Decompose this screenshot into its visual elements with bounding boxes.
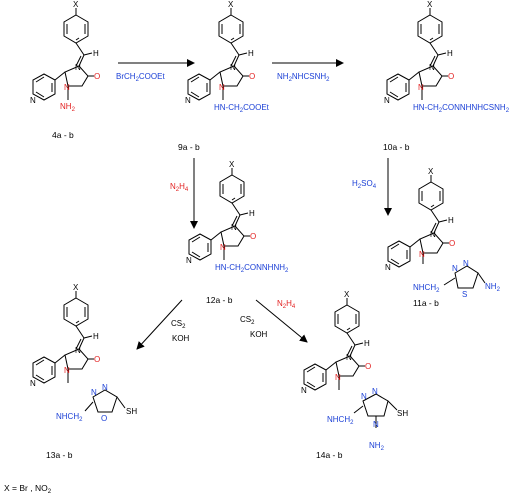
n-atom: N xyxy=(231,223,237,232)
n-atom: N xyxy=(186,256,192,265)
x-atom: X xyxy=(73,283,79,292)
arrow-12-to-14 xyxy=(255,299,308,343)
substituent-text: NHCH2 xyxy=(56,412,83,423)
n-atom: N xyxy=(430,230,436,239)
x-atom: X xyxy=(73,0,79,9)
substituent-text: NHCH2 xyxy=(413,283,440,294)
compound-14 xyxy=(303,297,398,428)
h-atom: H xyxy=(447,49,453,58)
reagent-cs2: CS2 xyxy=(171,319,186,330)
substituent-text: HN-CH2CONNHNH2 xyxy=(215,263,289,274)
n-atom: N xyxy=(102,383,108,392)
n-atom: N xyxy=(372,387,378,396)
x-atom: X xyxy=(344,290,350,299)
n-atom: N xyxy=(373,420,379,429)
reagent-bromoacetate: BrCH2COOEt xyxy=(116,72,165,83)
o-atom: O xyxy=(448,72,454,81)
compound-label: 14a - b xyxy=(316,450,343,460)
x-atom: X xyxy=(428,167,434,176)
x-atom: X xyxy=(427,0,433,9)
o-atom: O xyxy=(94,72,100,81)
n-atom: N xyxy=(64,83,70,92)
sh-group: SH xyxy=(126,407,137,416)
compound-13 xyxy=(32,290,126,413)
compound-label: 9a - b xyxy=(178,142,200,152)
o-atom: O xyxy=(94,355,100,364)
n-atom: N xyxy=(30,379,36,388)
n-atom: N xyxy=(452,264,458,273)
compound-9 xyxy=(187,7,250,101)
n-atom: N xyxy=(346,353,352,362)
n-atom: N xyxy=(30,96,36,105)
n-atom: N xyxy=(384,96,390,105)
reagent-hydrazine: N2H4 xyxy=(170,182,189,193)
n-atom: N xyxy=(91,388,97,397)
reagent-sulfuric-acid: H2SO4 xyxy=(352,179,377,190)
n-atom: N xyxy=(335,373,341,382)
n-atom: N xyxy=(419,250,425,259)
nh2-group: NH2 xyxy=(369,441,385,452)
n-atom: N xyxy=(75,346,81,355)
compound-10 xyxy=(386,7,449,101)
h-atom: H xyxy=(249,209,255,218)
o-atom: O xyxy=(101,414,107,423)
n-atom: N xyxy=(75,63,81,72)
s-atom: S xyxy=(462,290,467,299)
o-atom: O xyxy=(449,239,455,248)
x-atom: X xyxy=(229,160,235,169)
compound-label: 13a - b xyxy=(46,450,73,460)
n-atom: N xyxy=(185,96,191,105)
h-atom: H xyxy=(448,216,454,225)
n-atom: N xyxy=(463,259,469,268)
substituent-text: HN-CH2CONNHNHCSNH2 xyxy=(413,103,510,114)
n-atom: N xyxy=(230,63,236,72)
n-atom: N xyxy=(64,366,70,375)
reagent-hydrazine: N2H4 xyxy=(277,299,296,310)
nh2-group: NH2 xyxy=(60,102,76,113)
h-atom: H xyxy=(248,49,254,58)
compound-label: 12a - b xyxy=(206,295,233,305)
h-atom: H xyxy=(364,339,370,348)
compound-11 xyxy=(387,174,486,289)
compound-12 xyxy=(188,167,251,261)
n-atom: N xyxy=(220,243,226,252)
compound-label: 4a - b xyxy=(52,130,74,140)
o-atom: O xyxy=(250,232,256,241)
o-atom: O xyxy=(365,362,371,371)
reagent-koh: KOH xyxy=(250,330,268,339)
n-atom: N xyxy=(361,392,367,401)
sh-group: SH xyxy=(397,409,408,418)
h-atom: H xyxy=(93,49,99,58)
compound-4 xyxy=(32,7,95,101)
substituent-text: NHCH2 xyxy=(327,415,354,426)
n-atom: N xyxy=(219,83,225,92)
reagent-cs2: CS2 xyxy=(240,315,255,326)
reagent-koh: KOH xyxy=(172,334,190,343)
n-atom: N xyxy=(301,386,307,395)
arrow-12-to-13 xyxy=(136,299,183,350)
h-atom: H xyxy=(93,332,99,341)
reagent-thiosemicarbazide: NH2NHCSNH2 xyxy=(277,72,330,83)
n-atom: N xyxy=(385,263,391,272)
x-atom: X xyxy=(228,0,234,9)
compound-label: 10a - b xyxy=(383,142,410,152)
compound-label: 11a - b xyxy=(413,298,439,308)
o-atom: O xyxy=(249,72,255,81)
n-atom: N xyxy=(418,83,424,92)
nh2-group: NH2 xyxy=(485,282,501,293)
substituent-legend: X = Br , NO2 xyxy=(4,483,52,495)
substituent-text: HN-CH2COOEt xyxy=(214,103,270,114)
n-atom: N xyxy=(429,63,435,72)
